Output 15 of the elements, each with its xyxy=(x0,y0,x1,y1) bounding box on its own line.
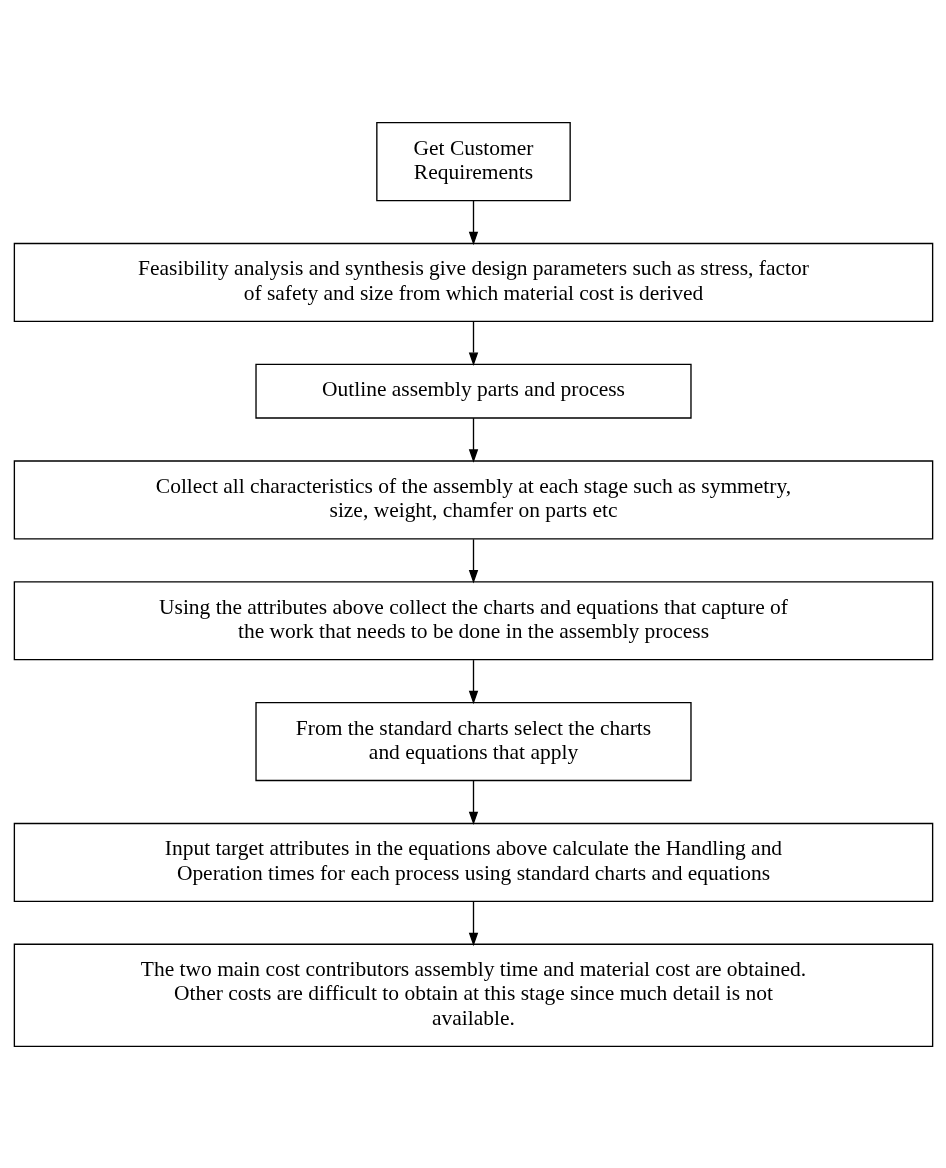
node-box: Outline assembly parts and process xyxy=(254,363,692,419)
node-box: From the standard charts select the charts and equations that apply xyxy=(254,701,692,781)
node-box: Using the attributes above collect the charts and equations that capture of the work that needs to be done in the assembly process xyxy=(13,580,933,660)
arrow xyxy=(468,417,478,463)
arrow xyxy=(468,320,478,366)
arrow xyxy=(468,199,478,245)
node-box: Feasibility analysis and synthesis give design parameters such as stress, factor of safety and size from which material cost is derived xyxy=(13,242,933,322)
node-box: Get Customer Requirements xyxy=(375,121,571,201)
arrow xyxy=(468,779,478,825)
node-box: Input target attributes in the equations above calculate the Handling and Operation times for each process using standard charts and equations xyxy=(13,822,933,902)
node-box: Collect all characteristics of the assembly at each stage such as symmetry, size, weight, chamfer on parts etc xyxy=(13,459,933,540)
arrow xyxy=(468,658,478,704)
node-box: The two main cost contributors assembly time and material cost are obtained. Other costs are difficult to obtain at this stage since much detail is not available. xyxy=(13,943,933,1047)
arrow xyxy=(468,538,478,583)
arrow xyxy=(468,900,478,946)
